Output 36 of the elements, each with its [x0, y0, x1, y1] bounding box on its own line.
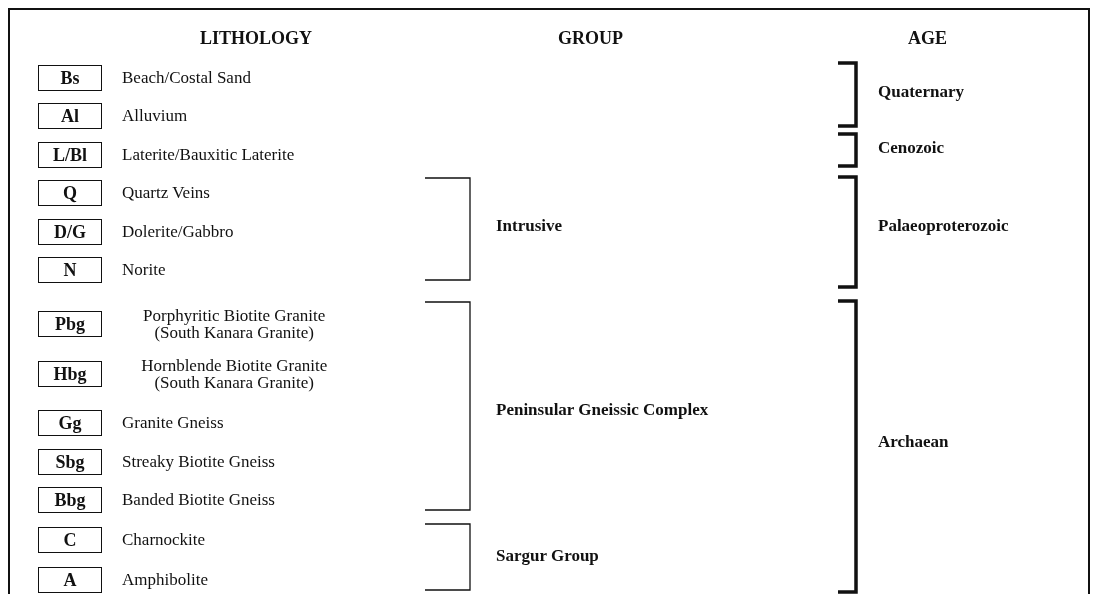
rock-code: Gg — [38, 410, 102, 436]
rock-code: Bs — [38, 65, 102, 91]
group-label: Sargur Group — [496, 546, 599, 566]
rock-code: Al — [38, 103, 102, 129]
rock-name: Laterite/Bauxitic Laterite — [122, 146, 295, 163]
rock-code: D/G — [38, 219, 102, 245]
rock-name: Norite — [122, 261, 166, 278]
rock-code: Hbg — [38, 361, 102, 387]
rock-name: Dolerite/Gabbro — [122, 223, 234, 240]
rock-name: Hornblende Biotite Granite (South Kanara Granite) — [140, 357, 329, 391]
rock-code: Sbg — [38, 449, 102, 475]
age-label: Palaeoproterozoic — [878, 216, 1009, 236]
rock-name: Granite Gneiss — [122, 414, 224, 431]
rock-name: Banded Biotite Gneiss — [122, 491, 275, 508]
rock-name: Porphyritic Biotite Granite (South Kanara Granite) — [142, 307, 327, 341]
age-label: Cenozoic — [878, 138, 945, 158]
rock-code: Q — [38, 180, 102, 206]
column-header: AGE — [908, 27, 947, 49]
rock-code: Bbg — [38, 487, 102, 513]
rock-name: Charnockite — [122, 531, 206, 548]
rock-code: A — [38, 567, 102, 593]
age-label: Archaean — [878, 432, 949, 452]
rock-code: C — [38, 527, 102, 553]
rock-name: Amphibolite — [122, 571, 208, 588]
rock-name: Alluvium — [122, 107, 188, 124]
column-header: LITHOLOGY — [200, 27, 313, 49]
group-label: Peninsular Gneissic Complex — [496, 400, 709, 420]
age-label: Quaternary — [878, 82, 964, 102]
rock-name: Streaky Biotite Gneiss — [122, 453, 275, 470]
rock-code: L/Bl — [38, 142, 102, 168]
rock-code: Pbg — [38, 311, 102, 337]
rock-code: N — [38, 257, 102, 283]
group-label: Intrusive — [496, 216, 563, 236]
rock-name: Quartz Veins — [122, 184, 210, 201]
column-header: GROUP — [558, 27, 623, 49]
rock-name: Beach/Costal Sand — [122, 69, 251, 86]
